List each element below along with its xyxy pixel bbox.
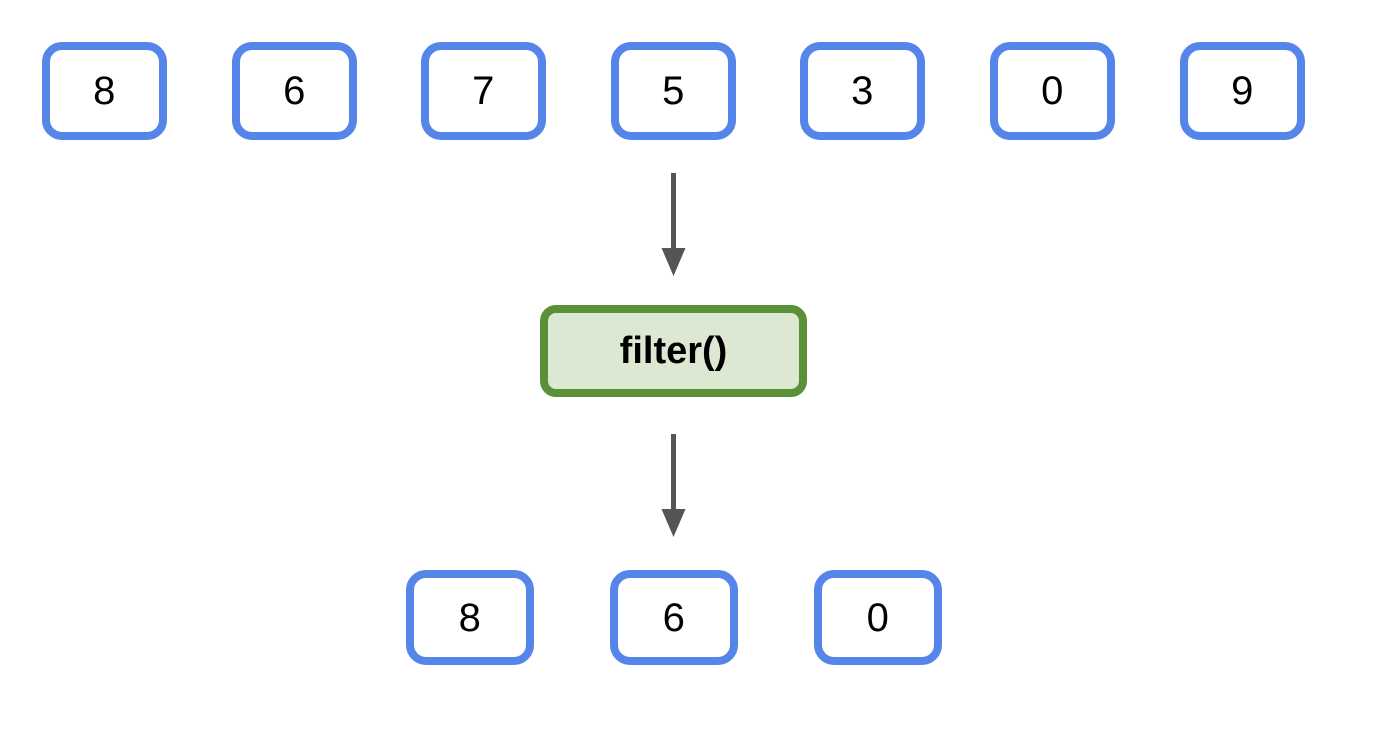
input-item-0-value: 8: [93, 69, 116, 113]
output-item-1[interactable]: 6: [610, 570, 738, 665]
input-item-3-value: 5: [662, 69, 685, 113]
input-item-5-value: 0: [1041, 69, 1064, 113]
input-item-2[interactable]: 7: [421, 42, 546, 140]
output-item-0-value: 8: [458, 595, 482, 640]
input-item-5[interactable]: 0: [990, 42, 1115, 140]
output-item-0[interactable]: 8: [406, 570, 534, 665]
input-item-3[interactable]: 5: [611, 42, 736, 140]
output-item-2-value: 0: [866, 595, 890, 640]
input-item-1-value: 6: [283, 69, 306, 113]
input-item-2-value: 7: [472, 69, 495, 113]
output-item-2[interactable]: 0: [814, 570, 942, 665]
input-item-6-value: 9: [1231, 69, 1254, 113]
input-item-1[interactable]: 6: [232, 42, 357, 140]
input-item-4[interactable]: 3: [800, 42, 925, 140]
input-item-0[interactable]: 8: [42, 42, 167, 140]
filter-operation-label: filter(): [619, 330, 728, 372]
input-item-4-value: 3: [851, 69, 874, 113]
output-item-1-value: 6: [662, 595, 686, 640]
input-item-6[interactable]: 9: [1180, 42, 1305, 140]
filter-operation-node[interactable]: filter(): [540, 305, 807, 397]
